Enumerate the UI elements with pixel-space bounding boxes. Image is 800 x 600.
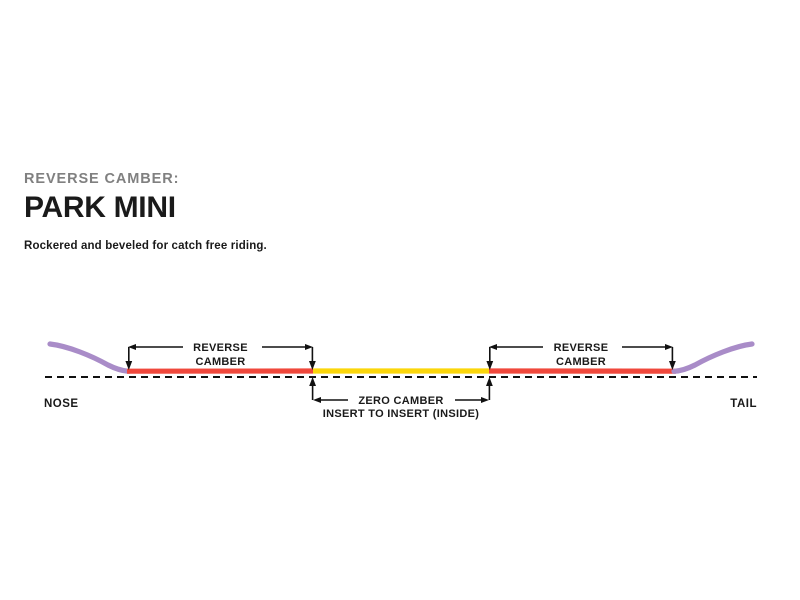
dimension-label-line1: REVERSE	[193, 342, 248, 354]
dimension-label-line1: ZERO CAMBER	[358, 395, 443, 407]
nose-label: NOSE	[44, 398, 79, 410]
dimension-label-line2: CAMBER	[195, 356, 245, 368]
dimension-reverse-camber-right: REVERSE CAMBER	[486, 342, 676, 370]
dimension-zero-camber: ZERO CAMBER INSERT TO INSERT (INSIDE)	[309, 377, 493, 420]
eyebrow-text: REVERSE CAMBER:	[24, 171, 180, 187]
subtitle-text: Rockered and beveled for catch free ridi…	[24, 240, 267, 253]
dimension-label-line2: CAMBER	[556, 356, 606, 368]
segment-tail-tip	[671, 341, 755, 374]
camber-profile-diagram: REVERSE CAMBER REVERSE CAMBER	[0, 320, 800, 435]
dimension-label-line1: REVERSE	[554, 342, 609, 354]
dimension-label-line2: INSERT TO INSERT (INSIDE)	[323, 408, 479, 420]
tail-label: TAIL	[730, 398, 757, 410]
dimension-reverse-camber-left: REVERSE CAMBER	[125, 342, 316, 370]
header-block: REVERSE CAMBER: PARK MINI Rockered and b…	[24, 171, 524, 254]
segment-nose-tip	[47, 341, 132, 374]
page-title: PARK MINI	[24, 190, 176, 224]
